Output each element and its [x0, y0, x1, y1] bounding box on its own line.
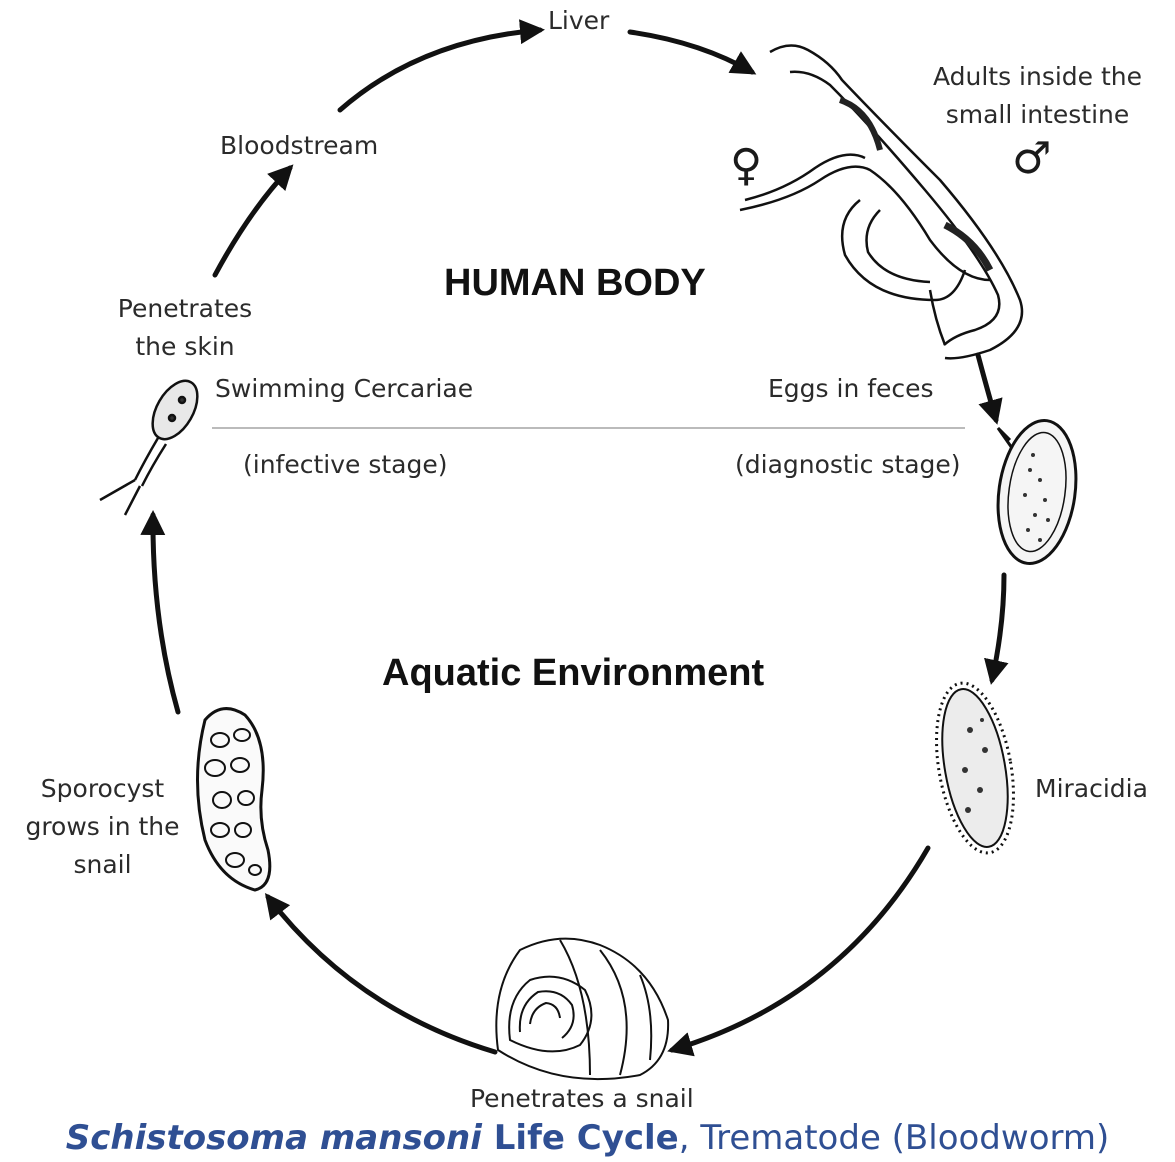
- label-miracidia: Miracidia: [1035, 770, 1148, 808]
- caption-species: Schistosoma mansoni: [66, 1118, 482, 1158]
- arrow-liver-to-adults: [630, 32, 752, 72]
- egg-illustration: [989, 415, 1084, 568]
- label-bloodstream: Bloodstream: [220, 127, 378, 165]
- label-skin-line2: the skin: [105, 328, 265, 366]
- region-aquatic-environment: Aquatic Environment: [382, 652, 764, 695]
- caption-rest: , Trematode (Bloodworm): [679, 1118, 1110, 1158]
- sporocyst-illustration: [198, 709, 270, 890]
- region-human-body: HUMAN BODY: [444, 262, 706, 305]
- label-sporocyst-line1: Sporocyst: [15, 770, 190, 808]
- arrow-bloodstream-to-liver: [340, 30, 540, 110]
- label-swimming-cercariae: Swimming Cercariae: [215, 370, 473, 408]
- label-infective-stage: (infective stage): [243, 446, 448, 484]
- arrow-miracidia-to-snail: [672, 848, 928, 1050]
- label-sporocyst-line2: grows in the: [15, 808, 190, 846]
- female-symbol: ♀: [730, 140, 762, 191]
- label-eggs-in-feces: Eggs in feces: [768, 370, 934, 408]
- snail-illustration: [496, 939, 668, 1080]
- cercaria-illustration: [100, 373, 207, 515]
- diagram-caption: Schistosoma mansoni Life Cycle, Trematod…: [0, 1118, 1175, 1158]
- arrow-snail-to-sporocyst: [268, 897, 495, 1052]
- label-adults-line1: Adults inside the: [925, 58, 1150, 96]
- label-sporocyst-line3: snail: [15, 846, 190, 884]
- label-penetrates-snail: Penetrates a snail: [470, 1080, 694, 1118]
- caption-life-cycle: Life Cycle: [482, 1118, 679, 1158]
- arrow-sporocyst-to-cercariae: [153, 515, 178, 712]
- label-adults: Adults inside the small intestine: [925, 58, 1150, 134]
- label-liver: Liver: [548, 2, 609, 40]
- label-adults-line2: small intestine: [925, 96, 1150, 134]
- label-penetrates-skin: Penetrates the skin: [105, 290, 265, 366]
- label-diagnostic-stage: (diagnostic stage): [735, 446, 961, 484]
- miracidium-illustration: [925, 677, 1026, 859]
- arrow-adults-to-eggs: [978, 355, 996, 420]
- male-symbol: ♂: [1012, 133, 1051, 184]
- arrow-eggs-to-miracidia: [992, 575, 1004, 680]
- label-sporocyst: Sporocyst grows in the snail: [15, 770, 190, 884]
- label-skin-line1: Penetrates: [105, 290, 265, 328]
- arrow-skin-to-bloodstream: [215, 168, 290, 275]
